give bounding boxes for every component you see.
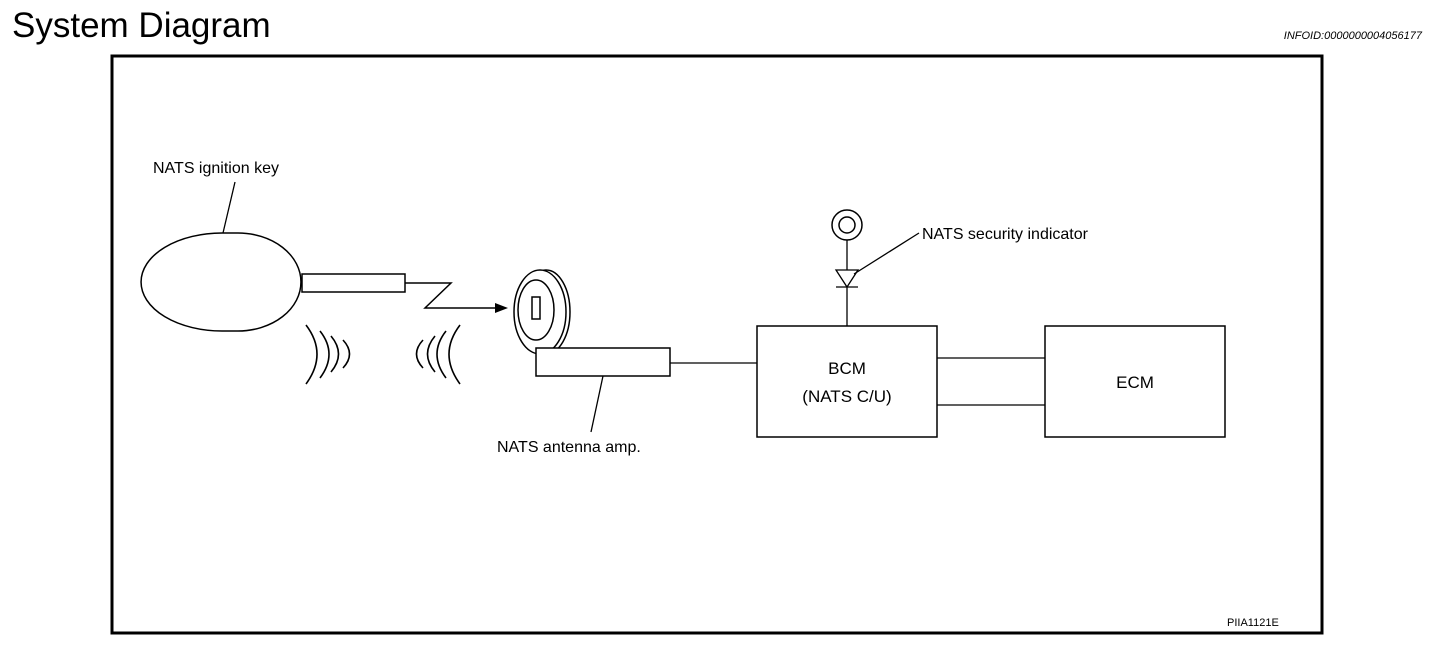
security-indicator-label: NATS security indicator (922, 226, 1089, 243)
antenna-amp-label: NATS antenna amp. (497, 439, 641, 456)
ecm-label: ECM (1116, 373, 1154, 392)
ecm-box (1044, 325, 1226, 438)
bcm-label: BCM (828, 359, 866, 378)
signal-arrow (405, 282, 508, 313)
antenna-amp-leader (590, 375, 604, 433)
antenna-amp (513, 269, 671, 377)
ignition-key (140, 232, 406, 332)
ignition-key-leader (222, 181, 236, 234)
security-indicator-leader (853, 232, 920, 275)
bcm-box (756, 325, 938, 438)
ignition-key-label: NATS ignition key (153, 160, 279, 177)
figure-code: PIIA1121E (1227, 617, 1279, 629)
radio-waves-icon (305, 324, 461, 385)
bcm-sublabel: (NATS C/U) (802, 387, 891, 406)
diagram-frame (110, 54, 1324, 635)
security-indicator-icon (831, 209, 863, 326)
info-id: INFOID:0000000004056177 (1283, 30, 1422, 42)
page-title: System Diagram (12, 6, 271, 45)
